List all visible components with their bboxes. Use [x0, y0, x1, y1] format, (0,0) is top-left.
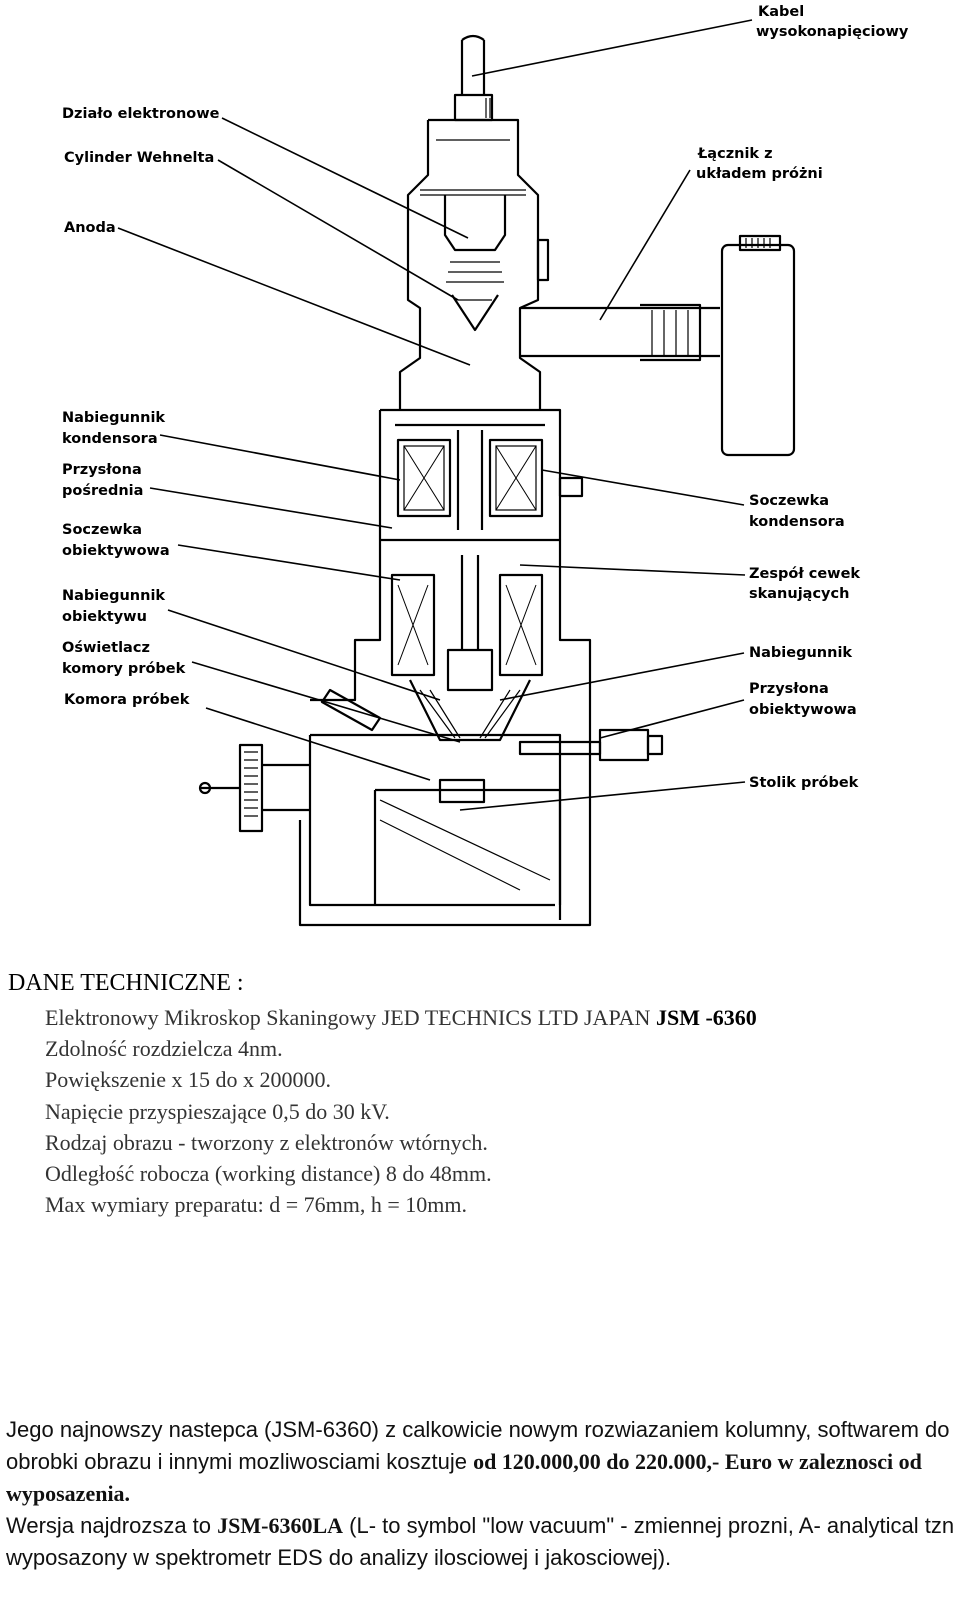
spec-line: Napięcie przyspieszające 0,5 do 30 kV. — [45, 1098, 390, 1124]
label-chamber-illuminator-2: komory próbek — [62, 661, 186, 677]
label-objective-aperture-2: obiektywowa — [749, 702, 857, 718]
label-wehnelt-cylinder: Cylinder Wehnelta — [64, 150, 214, 166]
top-version-intro: Wersja najdrozsza to — [6, 1513, 218, 1538]
label-hv-cable-1: Kabel — [758, 4, 804, 20]
label-condenser-polepiece-1: Nabiegunnik — [62, 410, 165, 426]
label-condenser-lens-2: kondensora — [749, 514, 845, 530]
label-vacuum-connector-2: układem próżni — [696, 166, 823, 182]
top-version-paragraph: Wersja najdrozsza to JSM-6360LA (L- to s… — [6, 1510, 956, 1574]
label-chamber-illuminator-1: Oświetlacz — [62, 640, 150, 656]
label-objective-lens-1: Soczewka — [62, 522, 142, 538]
spec-line: Odległość robocza (working distance) 8 d… — [45, 1161, 492, 1187]
label-scan-coils-2: skanujących — [749, 586, 849, 602]
label-condenser-polepiece-2: kondensora — [62, 431, 158, 447]
label-sample-stage: Stolik próbek — [749, 775, 859, 791]
label-objective-polepiece-1: Nabiegunnik — [62, 588, 165, 604]
label-objective-lens-2: obiektywowa — [62, 543, 170, 559]
tech-specs-heading: DANE TECHNICZNE : — [8, 970, 244, 996]
label-objective-polepiece-2: obiektywu — [62, 609, 147, 625]
label-objective-aperture-1: Przysłona — [749, 681, 829, 697]
microscope-column-drawing — [198, 34, 796, 927]
label-scan-coils-1: Zespół cewek — [749, 566, 860, 582]
top-version-model: JSM-6360LA — [217, 1513, 344, 1538]
spec-model-name: JSM -6360 — [655, 1005, 757, 1030]
label-condenser-lens-1: Soczewka — [749, 493, 829, 509]
tech-specs-list: Elektronowy Mikroskop Skaningowy JED TEC… — [45, 1002, 757, 1220]
leader-lines — [117, 19, 753, 811]
label-vacuum-connector-1: Łącznik z — [697, 146, 773, 162]
label-electron-gun: Działo elektronowe — [62, 106, 220, 122]
spec-line: Max wymiary preparatu: d = 76mm, h = 10m… — [45, 1192, 467, 1218]
label-intermediate-aperture-2: pośrednia — [62, 483, 143, 499]
spec-line: Powiększenie x 15 do x 200000. — [45, 1067, 331, 1093]
price-range: od 120.000,00 do 220.000,- Euro w zalezn… — [6, 1449, 922, 1506]
label-hv-cable-2: wysokonapięciowy — [756, 24, 909, 40]
labels-left: Działo elektronowe Cylinder Wehnelta Ano… — [62, 106, 220, 708]
sem-cross-section-diagram: Działo elektronowe Cylinder Wehnelta Ano… — [62, 4, 909, 927]
label-polepiece: Nabiegunnik — [749, 645, 852, 661]
spec-model-text: Elektronowy Mikroskop Skaningowy JED TEC… — [45, 1005, 656, 1030]
spec-line-model: Elektronowy Mikroskop Skaningowy JED TEC… — [45, 1002, 757, 1033]
successor-description: Jego najnowszy nastepca (JSM-6360) z cal… — [6, 1414, 956, 1574]
successor-text: Jego najnowszy nastepca (JSM-6360) z cal… — [6, 1417, 950, 1474]
spec-line: Zdolność rozdzielcza 4nm. — [45, 1036, 283, 1062]
spec-line: Rodzaj obrazu - tworzony z elektronów wt… — [45, 1129, 488, 1155]
label-intermediate-aperture-1: Przysłona — [62, 462, 142, 478]
successor-price-paragraph: Jego najnowszy nastepca (JSM-6360) z cal… — [6, 1414, 956, 1510]
top-version-description: (L- to symbol "low vacuum" - zmiennej pr… — [6, 1513, 955, 1570]
labels-right: Kabel wysokonapięciowy Łącznik z układem… — [696, 4, 909, 791]
label-anode: Anoda — [64, 220, 116, 236]
label-sample-chamber: Komora próbek — [64, 692, 190, 708]
